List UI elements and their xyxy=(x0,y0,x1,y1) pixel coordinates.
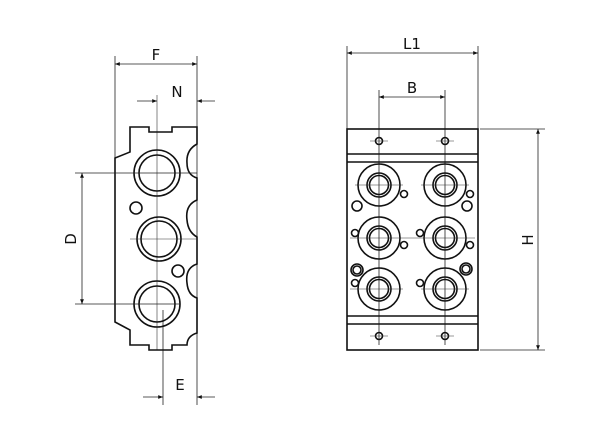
ports-front xyxy=(350,163,475,311)
label-n: N xyxy=(171,83,182,101)
mounting-screws xyxy=(370,136,454,341)
side-view: F N D E xyxy=(62,46,215,405)
label-f: F xyxy=(152,46,161,64)
label-h: H xyxy=(519,234,537,245)
label-e: E xyxy=(175,376,184,394)
small-holes xyxy=(350,189,475,288)
manifold-front-body xyxy=(346,128,479,351)
manifold-side-body xyxy=(114,126,198,351)
front-view: L1 B xyxy=(346,35,545,351)
label-l1: L1 xyxy=(403,35,421,53)
label-d: D xyxy=(62,233,80,245)
label-b: B xyxy=(407,79,417,97)
